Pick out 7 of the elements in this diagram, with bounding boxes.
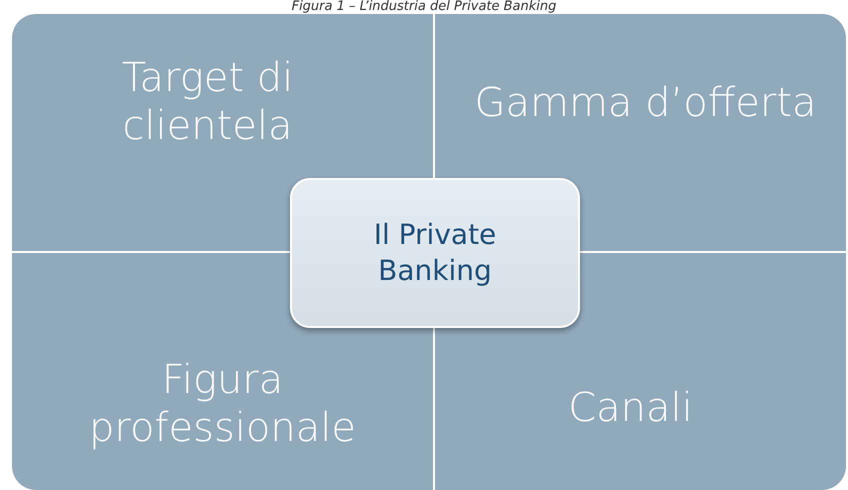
node-label: Target di clientela xyxy=(120,54,294,150)
node-label: Figura professionale xyxy=(88,356,357,452)
node-label: Il Private Banking xyxy=(372,216,498,289)
center-box xyxy=(290,178,580,328)
figure-title: Figura 1 – L’industria del Private Banking xyxy=(290,0,558,14)
node-label: Canali xyxy=(568,384,693,432)
node-label: Gamma d’offerta xyxy=(474,79,817,127)
